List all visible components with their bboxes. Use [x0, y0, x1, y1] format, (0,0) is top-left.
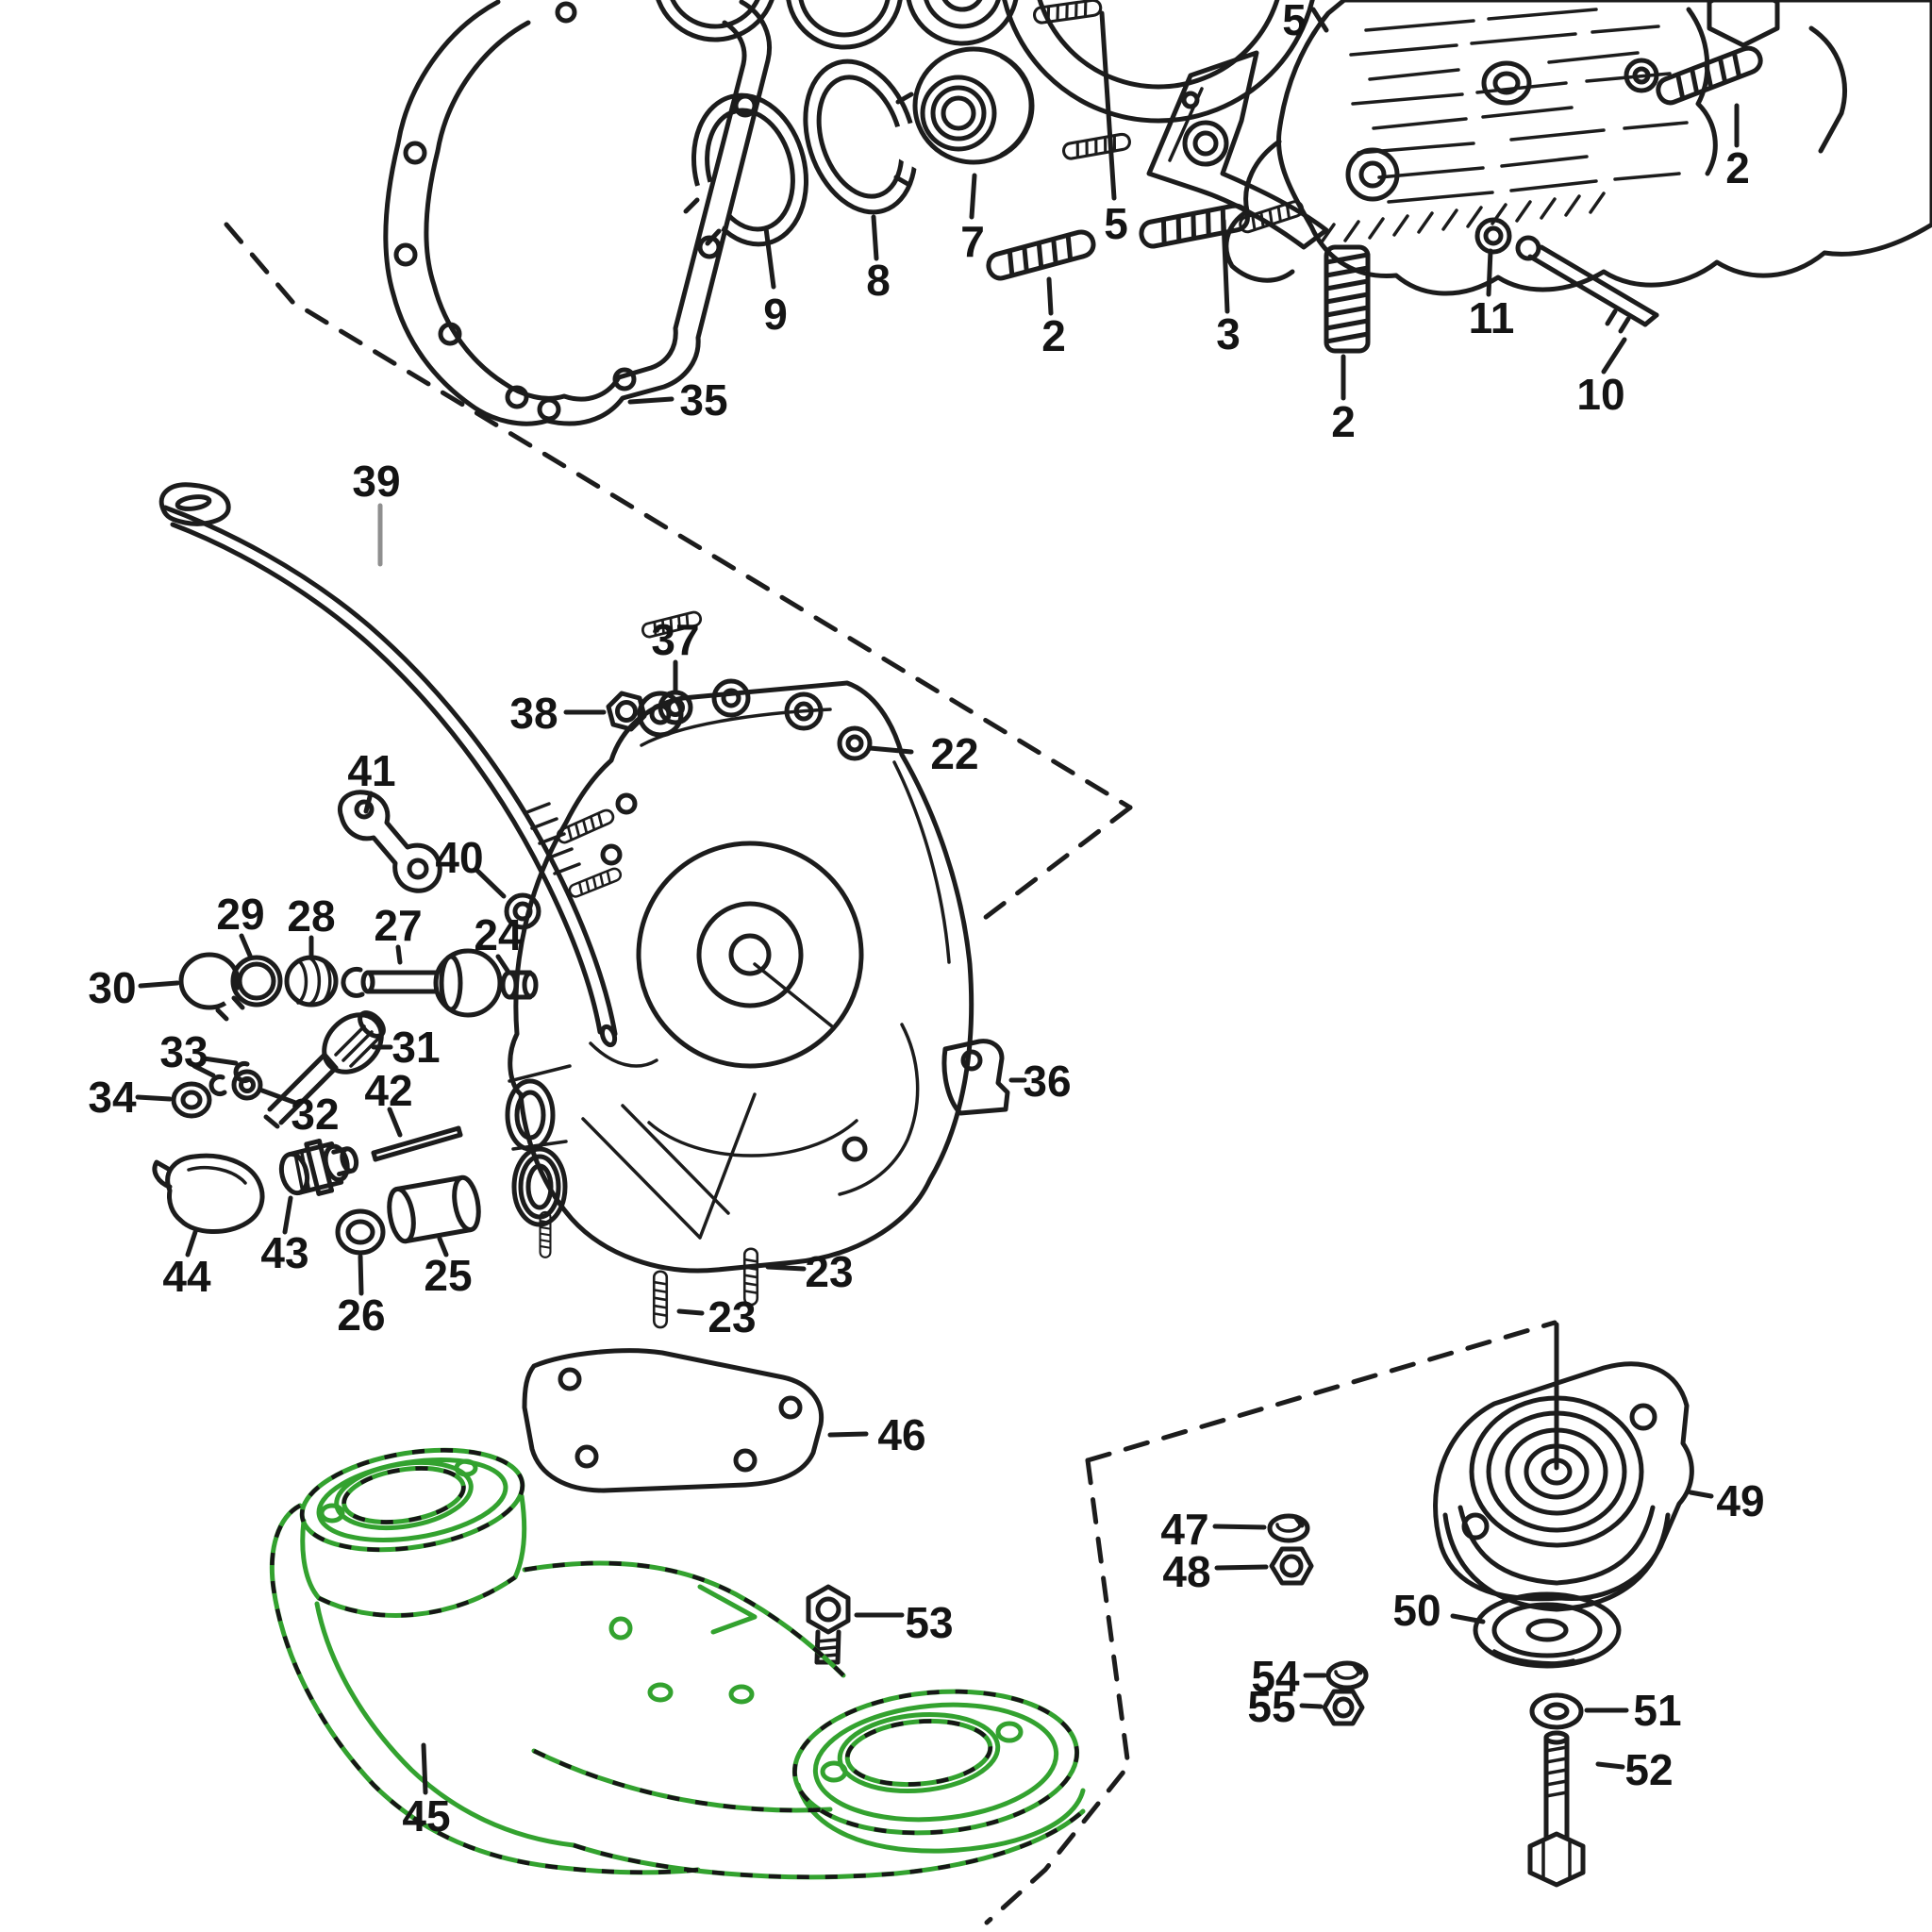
part-number-label: 26	[337, 1291, 385, 1340]
part-number-label: 27	[374, 901, 422, 950]
part-32-washer	[231, 1069, 263, 1101]
part-2-stud	[1655, 44, 1764, 106]
part-5-stud	[1060, 131, 1133, 161]
part-number-label: 48	[1162, 1547, 1210, 1596]
part-55-nut	[1322, 1689, 1365, 1726]
part-number-label: 54	[1251, 1652, 1300, 1701]
part-number-label: 40	[435, 833, 483, 882]
part-number-label: 51	[1633, 1686, 1681, 1735]
part-7-bearing	[912, 46, 1035, 165]
part-seal-rings-top	[656, 0, 1019, 50]
part-number-label: 49	[1716, 1476, 1764, 1525]
part-number-label: 47	[1160, 1505, 1208, 1554]
callout-leader-lines	[135, 7, 1740, 1795]
part-28-spring	[284, 955, 339, 1008]
part-26-seal-ring	[335, 1208, 386, 1256]
part-number-label: 50	[1392, 1586, 1441, 1635]
part-number-label: 5	[1282, 0, 1307, 44]
part-29-o-ring	[230, 955, 283, 1008]
part-42-pin	[371, 1125, 463, 1162]
part-number-label: 2	[1725, 143, 1750, 192]
part-number-label: 2	[1041, 311, 1066, 360]
part-number-label: 11	[1469, 293, 1515, 342]
part-22-gear-shift-cover	[505, 609, 974, 1274]
part-2-spring-stud	[1324, 244, 1371, 354]
part-52-bolt	[1527, 1730, 1586, 1888]
part-number-label: 46	[877, 1410, 925, 1459]
part-45-crossmember-highlight	[272, 1436, 1083, 1877]
part-11-washer	[1474, 217, 1512, 255]
part-35-gasket	[383, 0, 772, 426]
part-number-label: 8	[866, 256, 891, 305]
part-number-label: 3	[1216, 309, 1241, 358]
part-number-label: 32	[291, 1090, 339, 1139]
part-number-label: 31	[391, 1023, 440, 1072]
part-25-sleeve	[387, 1174, 481, 1244]
part-44-boot	[152, 1153, 265, 1235]
part-number-label: 35	[679, 375, 727, 425]
part-number-label: 25	[424, 1251, 472, 1300]
part-transmission-case	[1224, 0, 1932, 296]
part-47-lock-washer	[1267, 1513, 1310, 1543]
part-2-stud	[986, 229, 1096, 281]
part-number-label: 28	[287, 891, 335, 941]
part-8-snap-ring	[803, 58, 955, 215]
detail-view-boundary	[224, 222, 1557, 1925]
part-number-label: 2	[1331, 397, 1356, 446]
part-number-label: 5	[1104, 199, 1128, 248]
part-number-label: 10	[1576, 370, 1624, 419]
part-43-plug	[278, 1139, 359, 1196]
part-23-stud	[652, 1270, 669, 1329]
part-41-bracket	[338, 790, 442, 893]
part-number-label: 30	[88, 963, 136, 1012]
part-number-label: 23	[708, 1292, 756, 1341]
part-49-mount	[1433, 1361, 1694, 1612]
part-31-speedometer-gear	[263, 1010, 386, 1129]
part-36-bracket	[941, 1039, 1010, 1116]
part-40-washer	[504, 892, 541, 930]
part-number-label: 36	[1023, 1057, 1071, 1106]
part-number-label: 37	[651, 615, 699, 664]
part-bell-housing-arcs	[1002, 0, 1315, 124]
part-number-label: 41	[347, 746, 395, 795]
part-number-label: 9	[763, 290, 788, 339]
part-number-label: 34	[88, 1073, 137, 1122]
part-number-label: 24	[474, 910, 523, 959]
part-50-washer	[1473, 1591, 1622, 1669]
part-54-lock-washer	[1325, 1660, 1369, 1690]
part-number-label: 29	[216, 890, 264, 939]
part-24-cap	[500, 970, 539, 1000]
part-number-label: 43	[260, 1228, 308, 1277]
part-39-cable	[158, 482, 618, 1048]
part-30-snap-ring	[178, 952, 255, 1022]
part-51-washer	[1529, 1692, 1584, 1730]
part-number-label: 44	[162, 1252, 211, 1301]
part-number-label: 53	[905, 1598, 953, 1647]
part-number-label: 42	[364, 1066, 412, 1115]
part-number-label: 38	[509, 689, 558, 738]
part-48-nut	[1269, 1546, 1314, 1586]
part-number-label: 7	[960, 217, 985, 266]
part-number-label: 33	[159, 1027, 208, 1076]
part-27-shaft	[341, 948, 503, 1018]
part-number-label: 52	[1624, 1745, 1673, 1794]
part-number-label: 55	[1247, 1682, 1295, 1731]
part-number-label: 45	[402, 1791, 450, 1840]
part-3-bracket	[1146, 50, 1329, 250]
part-34-bushing	[171, 1081, 212, 1119]
part-number-label: 22	[930, 729, 978, 778]
part-46-gasket	[522, 1348, 824, 1493]
part-10-stud-long	[1515, 235, 1659, 334]
part-number-label: 23	[805, 1247, 853, 1296]
part-number-label: 39	[352, 457, 400, 506]
part-45-dash-overlay	[272, 1436, 1083, 1877]
